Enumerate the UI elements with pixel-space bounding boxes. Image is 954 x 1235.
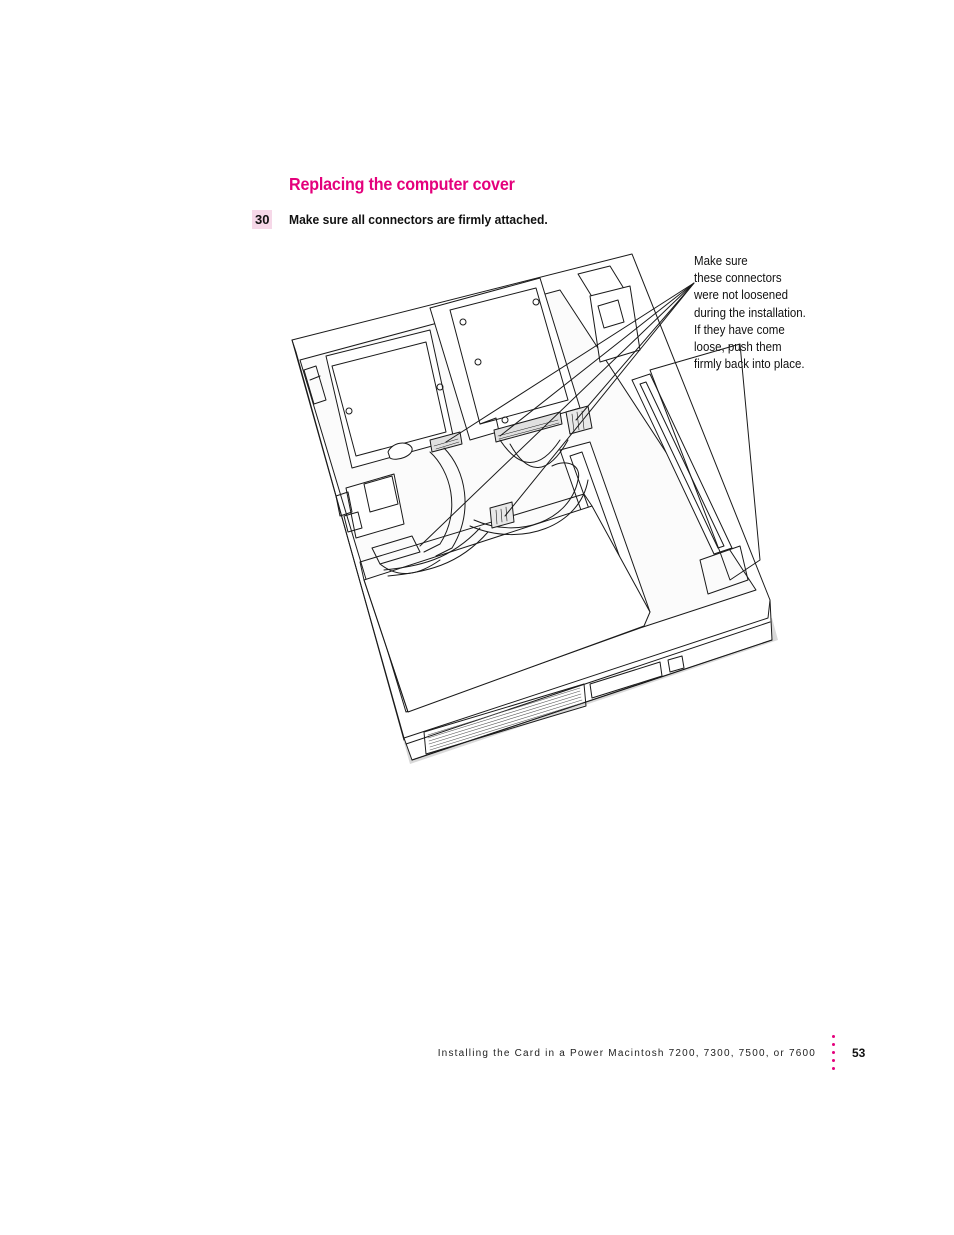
callout-line: were not loosened <box>694 288 788 303</box>
callout-line: firmly back into place. <box>694 357 805 372</box>
page-number: 53 <box>852 1046 866 1060</box>
computer-interior-illustration <box>291 253 778 764</box>
callout-line: Make sure <box>694 254 748 268</box>
callout-line: these connectors <box>694 271 782 286</box>
connector-callout: Make sure these connectors were not loos… <box>694 253 823 373</box>
running-footer: Installing the Card in a Power Macintosh… <box>437 1048 816 1059</box>
callout-line: If they have come <box>694 322 785 337</box>
step-instruction: Make sure all connectors are firmly atta… <box>289 212 548 227</box>
callout-line: during the installation. <box>694 305 806 320</box>
step-number: 30 <box>252 210 273 229</box>
section-heading: Replacing the computer cover <box>289 174 515 194</box>
footer-dot-divider <box>832 1035 836 1075</box>
